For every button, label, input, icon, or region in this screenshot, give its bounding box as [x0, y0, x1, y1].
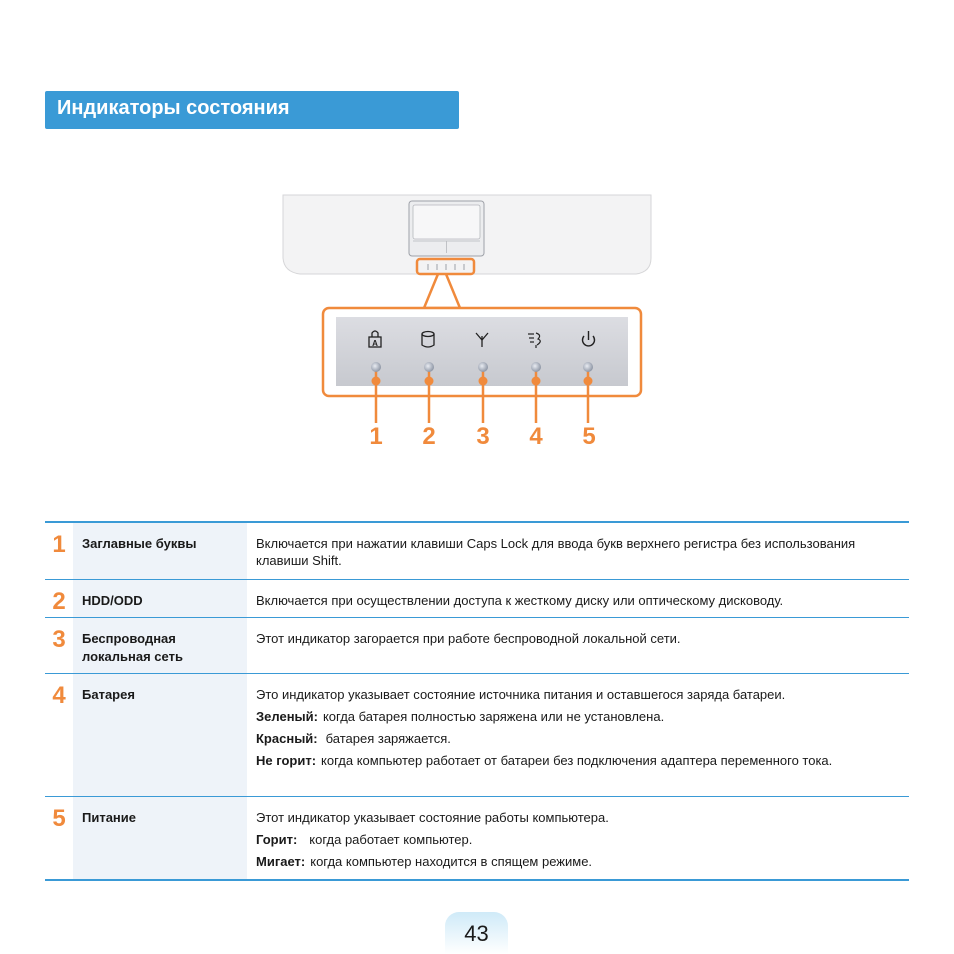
row-name: Заглавные буквы	[73, 523, 247, 579]
caps-lock-icon: A	[368, 330, 382, 348]
row-description: Это индикатор указывает состояние источн…	[256, 687, 833, 768]
table-row: 5 Питание Этот индикатор указывает состо…	[45, 797, 909, 881]
row-description: Этот индикатор загорается при работе бес…	[256, 631, 681, 646]
wireless-icon	[475, 332, 489, 347]
table-row: 1 Заглавные буквы Включается при нажатии…	[45, 523, 909, 580]
row-name: Батарея	[73, 674, 247, 796]
row-name: Питание	[73, 797, 247, 879]
page-number-tab: 43	[445, 912, 508, 954]
led-3	[478, 362, 488, 372]
table-row: 2 HDD/ODD Включается при осуществлении д…	[45, 580, 909, 618]
page-number: 43	[464, 921, 489, 946]
row-number: 1	[52, 531, 66, 558]
row-number: 5	[52, 805, 66, 832]
led-5	[583, 362, 593, 372]
row-description: Этот индикатор указывает состояние работ…	[256, 810, 609, 869]
battery-icon	[528, 332, 541, 348]
row-name: HDD/ODD	[73, 580, 247, 617]
callout-number-3: 3	[476, 423, 490, 450]
led-2	[424, 362, 434, 372]
status-indicators-illustration: A	[282, 194, 652, 423]
indicator-table: 1 Заглавные буквы Включается при нажатии…	[45, 521, 909, 881]
table-row: 4 Батарея Это индикатор указывает состоя…	[45, 674, 909, 797]
callout-number-1: 1	[369, 423, 383, 450]
callout-number-2: 2	[422, 423, 436, 450]
led-1	[371, 362, 381, 372]
callout-number-5: 5	[582, 423, 596, 450]
svg-text:A: A	[372, 339, 378, 348]
table-row: 3 Беспроводная локальная сеть Этот индик…	[45, 618, 909, 674]
callout-connector	[422, 273, 462, 310]
row-name: Беспроводная локальная сеть	[73, 618, 247, 673]
section-title-bar: Индикаторы состояния	[45, 91, 459, 129]
hdd-icon	[421, 330, 435, 348]
page-title: Индикаторы состояния	[57, 97, 290, 119]
callout-number-4: 4	[529, 423, 543, 450]
led-4	[531, 362, 541, 372]
row-description: Включается при нажатии клавиши Caps Lock…	[256, 536, 856, 568]
row-number: 4	[52, 682, 66, 709]
row-description: Включается при осуществлении доступа к ж…	[256, 593, 784, 608]
power-icon	[581, 331, 596, 347]
row-number: 3	[52, 626, 66, 653]
row-number: 2	[52, 588, 66, 615]
led-strip-highlight	[415, 257, 476, 276]
